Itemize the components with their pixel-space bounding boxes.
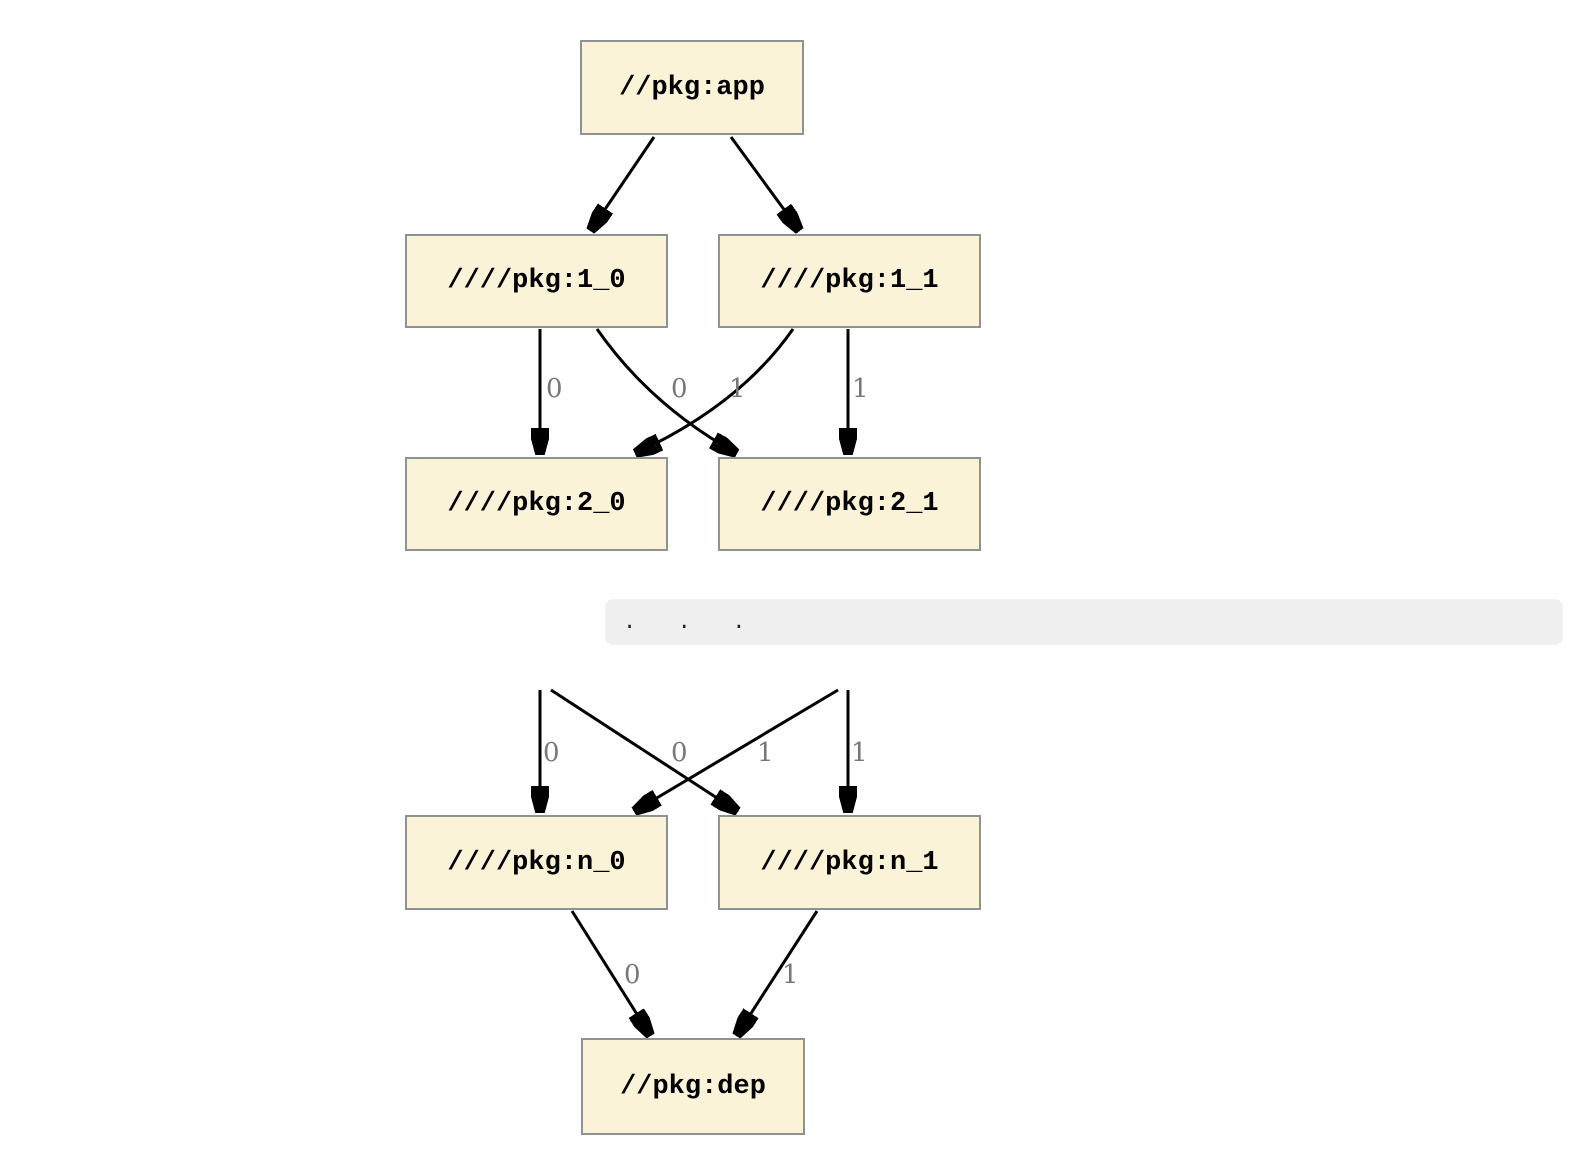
edge-label-n_0-dep: 0 xyxy=(624,960,641,990)
node-pkg-n_1: ////pkg:n_1 xyxy=(718,815,981,910)
edge-mid-to-n_0-cross xyxy=(635,688,839,811)
edge-label-mid-n_0-cross: 0 xyxy=(671,738,688,768)
node-pkg-1_1: ////pkg:1_1 xyxy=(718,234,981,328)
edge-app-to-1_0 xyxy=(591,136,656,230)
edge-1_1-to-2_0 xyxy=(636,328,795,453)
edge-label-n_1-dep: 1 xyxy=(782,960,799,990)
edge-label-mid-n_0: 0 xyxy=(543,738,560,768)
node-pkg-1_0-label: ////pkg:1_0 xyxy=(447,266,626,296)
node-pkg-1_0: ////pkg:1_0 xyxy=(405,234,668,328)
node-dep: //pkg:dep xyxy=(581,1038,805,1135)
edge-label-1_0-2_0: 0 xyxy=(546,374,563,404)
edge-app-to-1_1 xyxy=(729,136,799,230)
edge-label-mid-n_1-cross: 1 xyxy=(757,738,774,768)
edge-mid-to-n_1-cross xyxy=(550,688,737,811)
edge-1_0-to-2_1 xyxy=(595,328,736,453)
edge-label-1_0-2_1: 1 xyxy=(729,374,746,404)
edge-label-mid-n_1: 1 xyxy=(851,738,868,768)
edge-n_1-to-dep xyxy=(737,910,819,1035)
node-app: //pkg:app xyxy=(580,40,804,135)
node-pkg-2_0-label: ////pkg:2_0 xyxy=(447,489,626,519)
node-dep-label: //pkg:dep xyxy=(620,1071,766,1102)
node-pkg-2_1-label: ////pkg:2_1 xyxy=(760,489,939,519)
node-pkg-1_1-label: ////pkg:1_1 xyxy=(760,266,939,296)
ellipsis-text: . . . xyxy=(623,609,751,635)
node-pkg-n_0: ////pkg:n_0 xyxy=(405,815,668,910)
node-pkg-2_0: ////pkg:2_0 xyxy=(405,457,668,551)
node-app-label: //pkg:app xyxy=(619,72,765,103)
edge-label-1_1-2_0: 0 xyxy=(671,374,688,404)
node-pkg-2_1: ////pkg:2_1 xyxy=(718,457,981,551)
node-pkg-n_1-label: ////pkg:n_1 xyxy=(760,847,939,878)
node-pkg-n_0-label: ////pkg:n_0 xyxy=(447,847,626,878)
ellipsis-band: . . . xyxy=(605,599,1563,645)
edge-label-1_1-2_1: 1 xyxy=(852,374,869,404)
